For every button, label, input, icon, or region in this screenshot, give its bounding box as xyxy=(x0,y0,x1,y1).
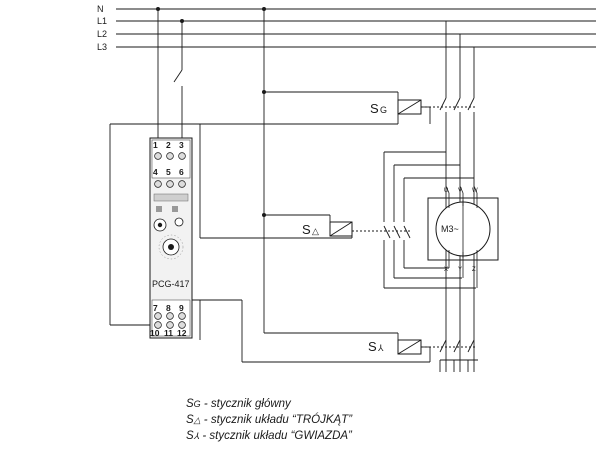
svg-text:10: 10 xyxy=(150,328,160,338)
svg-text:2: 2 xyxy=(166,140,171,150)
svg-text:7: 7 xyxy=(153,303,158,313)
line-label-l1: L1 xyxy=(97,16,107,26)
svg-text:1: 1 xyxy=(153,140,158,150)
contactor-star: S ⅄ xyxy=(368,339,422,355)
svg-text:G: G xyxy=(380,105,387,115)
motor-terminal-z: Z xyxy=(472,267,476,273)
legend-item-star: S⅄ - stycznik układu “GWIAZDA” xyxy=(186,430,352,442)
svg-text:S: S xyxy=(368,339,377,354)
motor-terminal-y: Y xyxy=(458,267,462,273)
relay-module: 1 2 3 4 5 6 PCG-417 7 8 9 10 11 12 xyxy=(149,137,193,339)
svg-text:11: 11 xyxy=(164,328,173,338)
line-label-l3: L3 xyxy=(97,42,107,52)
motor: M3~ U V W X Y Z xyxy=(427,185,499,288)
svg-text:5: 5 xyxy=(166,167,171,177)
motor-label: M3~ xyxy=(441,224,459,234)
motor-terminal-x: X xyxy=(444,267,448,273)
svg-text:9: 9 xyxy=(179,303,184,313)
svg-text:⅄: ⅄ xyxy=(377,343,384,353)
relay-model-label: PCG-417 xyxy=(152,279,190,289)
motor-terminal-v: V xyxy=(458,188,462,194)
line-label-n: N xyxy=(97,4,104,14)
legend-item-main: SG - stycznik główny xyxy=(186,398,291,410)
motor-terminal-u: U xyxy=(444,188,448,194)
svg-text:S: S xyxy=(370,101,379,116)
svg-text:S: S xyxy=(302,222,311,237)
svg-text:12: 12 xyxy=(177,328,187,338)
svg-text:△: △ xyxy=(312,226,319,236)
svg-text:8: 8 xyxy=(166,303,171,313)
motor-terminal-w: W xyxy=(472,188,478,194)
svg-text:6: 6 xyxy=(179,167,184,177)
svg-text:4: 4 xyxy=(153,167,158,177)
line-label-l2: L2 xyxy=(97,29,107,39)
contactor-delta: S △ xyxy=(302,221,353,237)
contactor-main: S G xyxy=(370,99,422,116)
svg-text:3: 3 xyxy=(179,140,184,150)
legend-item-delta: S△ - stycznik układu “TRÓJKĄT” xyxy=(186,414,353,426)
